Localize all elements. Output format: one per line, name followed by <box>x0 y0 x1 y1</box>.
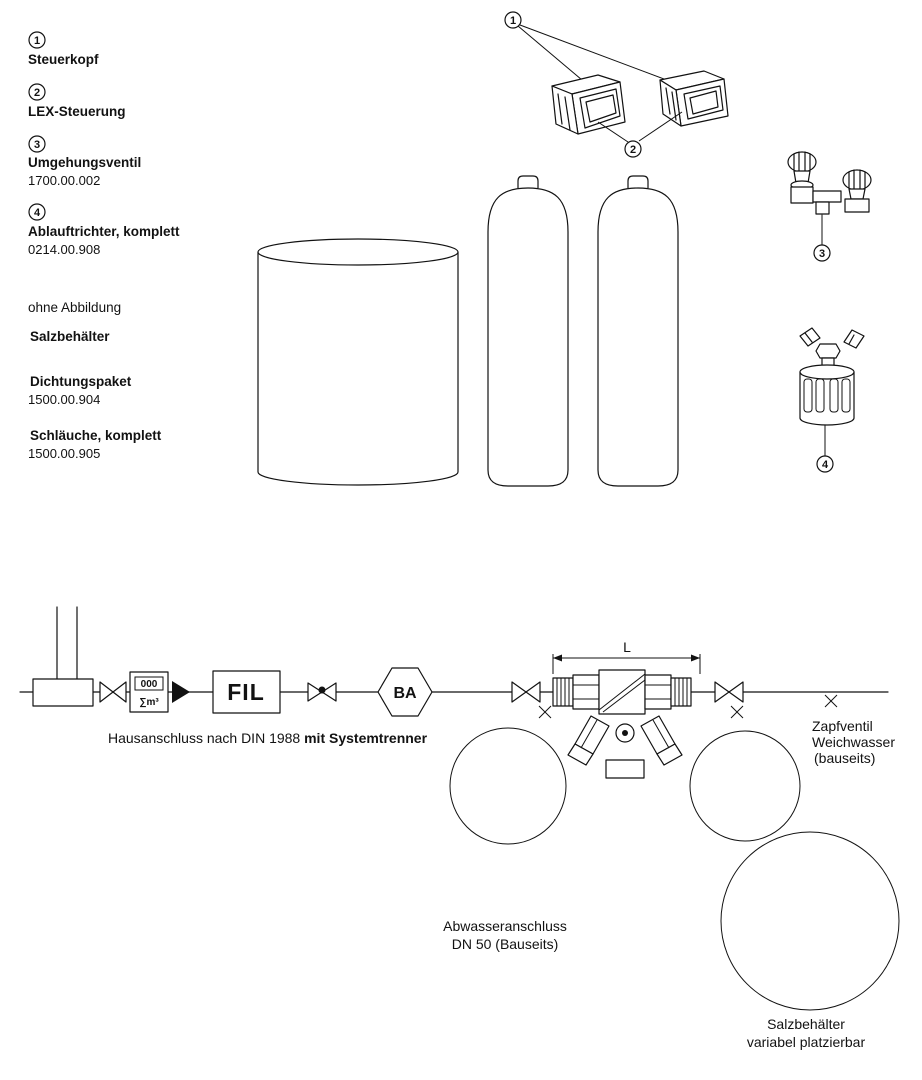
no-image-item: Dichtungspaket 1500.00.904 <box>28 374 132 407</box>
tank-circle-right <box>689 730 801 842</box>
filter-symbol: FIL <box>212 670 281 714</box>
part-name: Salzbehälter <box>30 329 110 344</box>
callout-badge <box>28 31 46 49</box>
parts-list-item: 3 Umgehungsventil 1700.00.002 <box>28 135 141 188</box>
brine-tank-drawing <box>257 238 459 486</box>
filter-label: FIL <box>227 679 265 705</box>
part-name: Ablauftrichter, komplett <box>28 224 180 239</box>
tap-label-line2: Weichwasser <box>812 734 895 750</box>
callout-4: 4 <box>816 455 834 473</box>
tank-circle-left <box>449 727 567 845</box>
parts-list-item: 2 LEX-Steuerung <box>28 83 126 119</box>
meter-unit: ∑m³ <box>139 697 159 708</box>
waste-label-line2: DN 50 (Bauseits) <box>452 936 559 952</box>
callout-badge <box>28 203 46 221</box>
tap-label-line3: (bauseits) <box>814 750 875 766</box>
connection-x-mark-left <box>538 705 552 719</box>
right-hose-tip <box>656 743 683 766</box>
part-code: 1700.00.002 <box>28 173 100 188</box>
parts-list-item: 4 Ablauftrichter, komplett 0214.00.908 <box>28 203 180 257</box>
callout-3: 3 <box>813 244 831 262</box>
house-connection-pipes <box>32 606 94 707</box>
left-hose-tip <box>567 743 594 766</box>
callout-number: 3 <box>34 139 40 151</box>
callout-number: 1 <box>34 35 40 47</box>
waste-label-line1: Abwasseranschluss <box>443 918 567 934</box>
callout-badge <box>28 135 46 153</box>
part-code: 0214.00.908 <box>28 242 100 257</box>
water-meter-symbol: 000 ∑m³ <box>129 671 169 713</box>
callout-number: 3 <box>819 248 825 260</box>
dimension-L: L <box>552 639 701 674</box>
tap-label-line1: Zapfventil <box>812 718 873 734</box>
salt-tank-label: Salzbehälter variabel platzierbar <box>747 1016 866 1050</box>
part-name: Steuerkopf <box>28 52 99 67</box>
callout-2: 2 <box>597 111 683 158</box>
part-name: LEX-Steuerung <box>28 104 126 119</box>
backflow-preventer-symbol: BA <box>377 667 433 717</box>
salt-label-line1: Salzbehälter <box>767 1016 845 1032</box>
part-name: Dichtungspaket <box>30 374 132 389</box>
softener-valve-assembly: L <box>552 639 701 779</box>
part-name: Schläuche, komplett <box>30 428 162 443</box>
shutoff-valve-icon-2 <box>511 681 541 703</box>
callout-number: 2 <box>34 87 40 99</box>
meter-counter: 000 <box>141 679 158 690</box>
shutoff-valve-icon-3 <box>714 681 744 703</box>
resin-tank-2-drawing <box>597 175 679 487</box>
assembly-base <box>605 759 645 779</box>
waste-connection-label: Abwasseranschluss DN 50 (Bauseits) <box>443 918 567 952</box>
control-head-right-drawing <box>659 70 729 127</box>
house-connection-label: Hausanschluss nach DIN 1988 mit Systemtr… <box>108 730 428 746</box>
tap-label: Zapfventil Weichwasser (bauseits) <box>812 718 895 766</box>
part-code: 1500.00.904 <box>28 392 100 407</box>
connection-x-mark-tap <box>824 694 838 708</box>
part-name: Umgehungsventil <box>28 155 141 170</box>
salt-label-line2: variabel platzierbar <box>747 1034 866 1050</box>
callout-number: 1 <box>510 15 516 27</box>
ball-valve-icon <box>307 682 337 702</box>
backflow-label: BA <box>393 685 417 702</box>
part-code: 1500.00.905 <box>28 446 100 461</box>
house-connection-text: Hausanschluss nach DIN 1988 <box>108 730 304 746</box>
control-head-left-drawing <box>551 74 626 135</box>
bypass-valve-drawing <box>787 151 872 246</box>
callout-number: 4 <box>34 207 41 219</box>
shutoff-valve-icon-1 <box>99 681 127 703</box>
resin-tank-1-drawing <box>487 175 569 487</box>
no-image-item: Salzbehälter <box>30 329 110 344</box>
house-connection-bold-text: mit Systemtrenner <box>304 730 427 746</box>
callout-number: 2 <box>630 144 636 156</box>
no-image-item: Schläuche, komplett 1500.00.905 <box>28 428 162 461</box>
flow-arrow-icon <box>172 681 190 703</box>
parts-list: 1 Steuerkopf 2 LEX-Steuerung 3 Umgehungs… <box>28 31 180 461</box>
parts-list-item: 1 Steuerkopf <box>28 31 99 67</box>
connection-x-mark-right <box>730 705 744 719</box>
salt-tank-circle <box>720 831 900 1011</box>
installation-schematic: 000 ∑m³ FIL BA <box>19 606 900 1050</box>
dimension-label: L <box>623 639 631 655</box>
no-image-header: ohne Abbildung <box>28 300 121 315</box>
callout-number: 4 <box>822 459 829 471</box>
drain-funnel-drawing <box>799 327 865 457</box>
callout-badge <box>28 83 46 101</box>
